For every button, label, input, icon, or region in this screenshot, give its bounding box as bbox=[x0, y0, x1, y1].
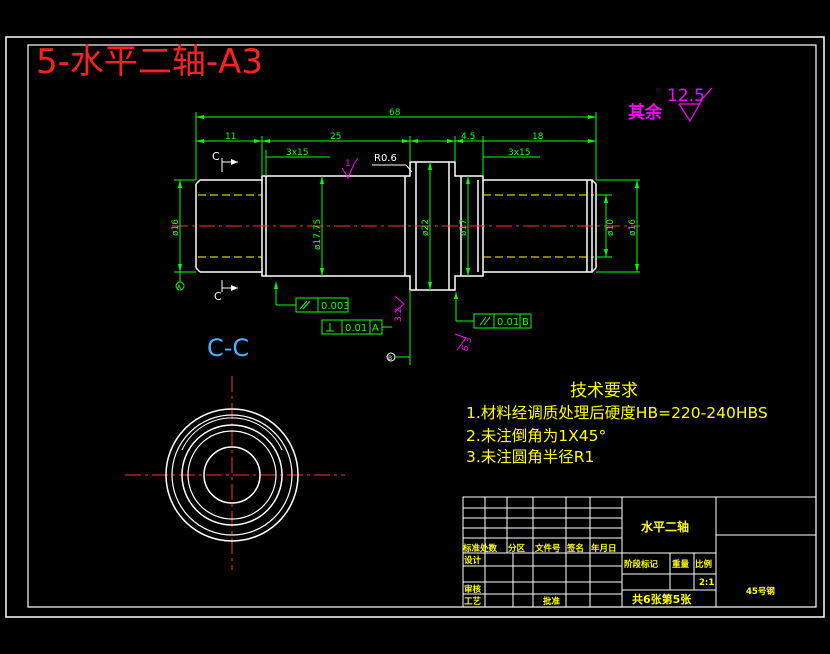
drawing-title: 5-水平二轴-A3 bbox=[36, 42, 263, 82]
tb-label-file: 文件号 bbox=[535, 543, 561, 554]
tb-sheet: 共6张第5张 bbox=[632, 592, 692, 606]
section-view-title: C-C bbox=[207, 334, 249, 362]
tb-part-name: 水平二轴 bbox=[641, 519, 689, 534]
tech-item-1: 1.材料经调质处理后硬度HB=220-240HBS bbox=[466, 404, 768, 422]
tb-stage-mark: 阶段标记 bbox=[624, 559, 659, 570]
thread-lines bbox=[198, 194, 594, 258]
dimension-lines bbox=[174, 112, 640, 290]
roughness-symbol bbox=[678, 87, 713, 123]
roughness-mark-32-value: 3.2 bbox=[394, 308, 404, 322]
roughness-mark-63 bbox=[454, 333, 467, 351]
tb-process: 工艺 bbox=[464, 596, 482, 607]
roughness-mark-63-value: 6.3 bbox=[460, 336, 474, 353]
tech-item-3: 3.未注圆角半径R1 bbox=[466, 448, 594, 466]
tb-label-zone: 分区 bbox=[508, 543, 526, 554]
dim-chamfer-right: 3x15 bbox=[508, 148, 531, 158]
datum-a-label: A bbox=[177, 284, 182, 291]
datum-b-label: B bbox=[388, 355, 392, 362]
roughness-mark-32 bbox=[394, 295, 405, 313]
tol-perp-datum: A bbox=[372, 323, 379, 334]
dim-dia22: ø22 bbox=[421, 219, 431, 236]
dim-dia16-left: ø16 bbox=[171, 219, 181, 236]
section-mark-c-top: C bbox=[212, 150, 220, 163]
dim-11: 11 bbox=[225, 132, 236, 142]
tb-scale-label: 比例 bbox=[695, 559, 713, 570]
roughness-mark-1 bbox=[341, 157, 359, 180]
dim-chamfer-left: 3x15 bbox=[286, 148, 309, 158]
section-mark-c-bottom: C bbox=[214, 290, 222, 303]
title-block-grid bbox=[462, 496, 817, 608]
roughness-rest-value: 12.5 bbox=[667, 86, 705, 106]
dimension-arrows bbox=[178, 115, 639, 290]
dim-dia17-75: ø17.75 bbox=[313, 219, 323, 250]
tb-label-sign: 签名 bbox=[566, 543, 584, 554]
roughness-rest-label: 其余 bbox=[628, 102, 663, 123]
tb-approve: 批准 bbox=[543, 596, 561, 607]
tech-item-2: 2.未注倒角为1X45° bbox=[466, 427, 606, 445]
tb-label-revision: 标准处数 bbox=[462, 543, 498, 554]
roughness-mark-1-value: 1 bbox=[345, 159, 351, 169]
tb-scale-value: 2:1 bbox=[699, 578, 714, 588]
inner-frame bbox=[27, 44, 817, 608]
dim-overall-length: 68 bbox=[389, 108, 401, 118]
section-view bbox=[125, 376, 345, 570]
tb-review: 审核 bbox=[464, 584, 482, 595]
dim-dia17: ø17 bbox=[459, 219, 469, 236]
dim-4-5: 4.5 bbox=[461, 132, 475, 142]
outer-frame bbox=[5, 36, 825, 618]
tol-runout-value: 0.01 bbox=[497, 317, 519, 328]
tol-runout-datum: B bbox=[522, 317, 529, 328]
dim-25: 25 bbox=[330, 132, 341, 142]
dim-fillet: R0.6 bbox=[374, 153, 397, 164]
dim-dia10: ø10 bbox=[606, 219, 616, 236]
dim-18: 18 bbox=[532, 132, 544, 142]
tech-heading: 技术要求 bbox=[570, 381, 638, 401]
tb-design: 设计 bbox=[464, 555, 482, 566]
dim-dia16-right: ø16 bbox=[628, 219, 638, 236]
tb-weight: 重量 bbox=[672, 559, 690, 570]
tb-label-date: 年月日 bbox=[591, 543, 617, 554]
tol-cylindricity-value: 0.003 bbox=[321, 301, 350, 312]
tb-material: 45号钢 bbox=[746, 586, 775, 597]
tol-perp-value: 0.01 bbox=[345, 323, 367, 334]
